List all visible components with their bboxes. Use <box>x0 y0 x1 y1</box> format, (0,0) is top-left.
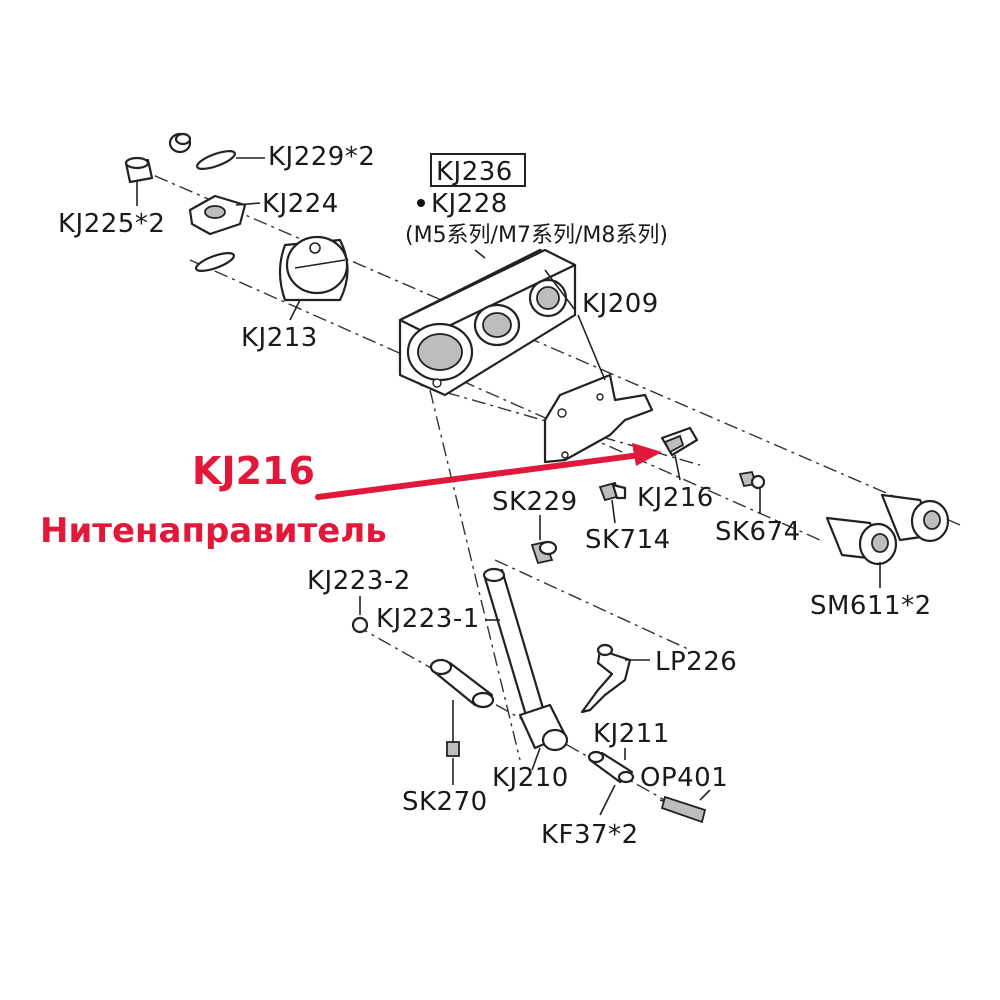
kj224-block <box>188 194 247 236</box>
lp226-spring <box>580 643 632 714</box>
kj236-main-body <box>398 248 577 397</box>
sk714-screw <box>598 481 627 502</box>
sm611-screw-a <box>880 493 950 543</box>
label-kf37: KF37*2 <box>541 820 639 850</box>
op401-spring <box>659 795 707 824</box>
leader-lines <box>136 157 881 816</box>
highlight-arrow-head <box>632 443 662 466</box>
kj223-1-bushing <box>429 658 495 709</box>
label-kj236: KJ236 <box>436 157 513 187</box>
sk270-screw <box>446 741 460 757</box>
highlight-arrow-line <box>315 452 643 500</box>
sk229-screw <box>530 540 558 565</box>
label-kj223-1: KJ223-1 <box>376 604 480 634</box>
label-kj228: KJ228 <box>431 189 508 219</box>
highlight-part-name: Нитенаправитель <box>40 511 387 551</box>
center-lines <box>129 164 961 821</box>
label-sk270: SK270 <box>402 787 488 817</box>
kj216-thread-guide <box>660 426 699 457</box>
kj229-pin <box>168 132 237 272</box>
sk674-screw <box>738 470 766 490</box>
label-kj225: KJ225*2 <box>58 209 165 239</box>
label-kj209: KJ209 <box>582 289 659 319</box>
highlight-part-number: KJ216 <box>192 449 315 493</box>
label-sk674: SK674 <box>715 517 801 547</box>
label-sk229: SK229 <box>492 487 578 517</box>
label-sk714: SK714 <box>585 525 671 555</box>
kj228-bullet <box>417 199 425 207</box>
label-sm611: SM611*2 <box>810 591 932 621</box>
label-kj223-2: KJ223-2 <box>307 566 411 596</box>
highlight-callout: KJ216 Нитенаправитель <box>40 443 662 551</box>
label-kj210: KJ210 <box>492 763 569 793</box>
kj213-collar <box>278 235 349 302</box>
kj223-2-ring <box>351 616 369 634</box>
kj211-pin <box>587 750 635 784</box>
kj225-pin <box>124 156 154 184</box>
label-kj211: KJ211 <box>593 719 670 749</box>
label-op401: OP401 <box>640 763 728 793</box>
label-kj213: KJ213 <box>241 323 318 353</box>
kj209-plate <box>543 373 654 464</box>
label-lp226: LP226 <box>655 647 737 677</box>
label-kj229: KJ229*2 <box>268 142 375 172</box>
label-kj224: KJ224 <box>262 189 339 219</box>
kj210-lever <box>482 567 569 752</box>
kj236-box <box>430 153 526 187</box>
label-kj216: KJ216 <box>637 483 714 513</box>
sm611-screw-b <box>825 516 898 566</box>
label-series: (M5系列/M7系列/M8系列) <box>405 223 668 248</box>
